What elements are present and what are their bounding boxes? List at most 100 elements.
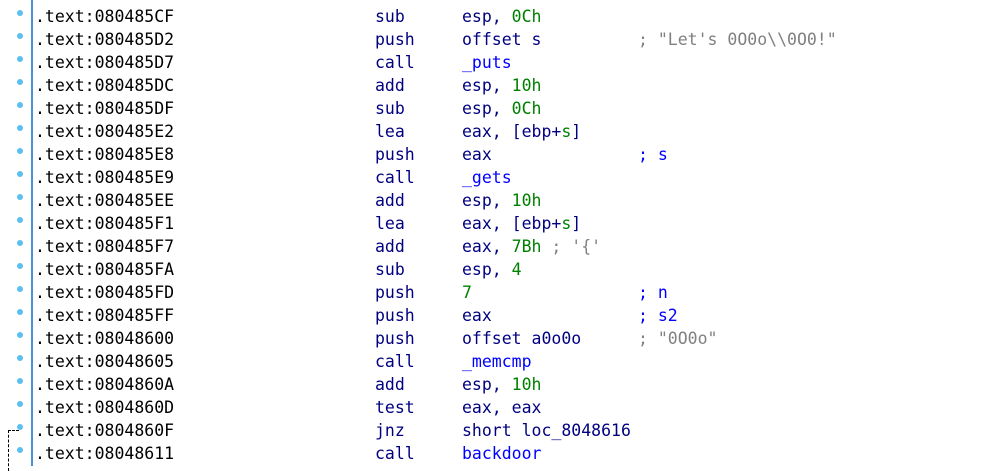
operand[interactable]: eax, [ebp+s] — [462, 120, 581, 143]
breakpoint-dot-icon[interactable] — [17, 148, 23, 154]
mnemonic: jnz — [375, 421, 405, 440]
operand-part: eax — [462, 145, 492, 164]
mnemonic: sub — [375, 260, 405, 279]
address[interactable]: .text:080485FD — [35, 283, 175, 302]
operand[interactable]: esp, 10h — [462, 189, 541, 212]
breakpoint-dot-icon[interactable] — [17, 194, 23, 200]
address[interactable]: .text:08048600 — [35, 329, 175, 348]
operand[interactable]: esp, 0Ch — [462, 97, 541, 120]
disasm-row[interactable]: .text:080485EE add esp, 10h — [0, 189, 1005, 212]
operand[interactable]: eax, eax — [462, 396, 541, 419]
operand-part: esp, — [462, 191, 512, 210]
operand[interactable]: eax — [462, 143, 492, 166]
disasm-row[interactable]: .text:080485FA sub esp, 4 — [0, 258, 1005, 281]
operand-part: 10h — [511, 76, 542, 95]
operand[interactable]: short loc_8048616 — [462, 419, 631, 442]
breakpoint-dot-icon[interactable] — [17, 309, 23, 315]
address[interactable]: .text:080485E2 — [35, 122, 175, 141]
operand[interactable]: offset a0o0o — [462, 327, 581, 350]
breakpoint-dot-icon[interactable] — [17, 240, 23, 246]
operand-part: esp, — [462, 7, 512, 26]
breakpoint-dot-icon[interactable] — [17, 79, 23, 85]
disasm-row[interactable]: .text:080485FF push eax ; s2 — [0, 304, 1005, 327]
address[interactable]: .text:080485F7 — [35, 237, 175, 256]
disasm-row[interactable]: .text:0804860F jnz short loc_8048616 — [0, 419, 1005, 442]
breakpoint-dot-icon[interactable] — [17, 10, 23, 16]
address[interactable]: .text:08048611 — [35, 444, 175, 463]
operand[interactable]: eax, 7Bh ; '{' — [462, 235, 601, 258]
disasm-row[interactable]: .text:08048605 call _memcmp — [0, 350, 1005, 373]
breakpoint-dot-icon[interactable] — [17, 56, 23, 62]
breakpoint-dot-icon[interactable] — [17, 286, 23, 292]
operand[interactable]: _puts — [462, 51, 512, 74]
operand[interactable]: esp, 4 — [462, 258, 522, 281]
address[interactable]: .text:080485F1 — [35, 214, 175, 233]
operand-part: eax, — [462, 237, 512, 256]
address[interactable]: .text:080485CF — [35, 7, 175, 26]
operand[interactable]: backdoor — [462, 442, 541, 465]
address[interactable]: .text:080485DC — [35, 76, 175, 95]
comment-part: ; s2 — [638, 306, 678, 325]
address[interactable]: .text:080485EE — [35, 191, 175, 210]
breakpoint-dot-icon[interactable] — [17, 125, 23, 131]
address[interactable]: .text:0804860F — [35, 421, 175, 440]
address[interactable]: .text:08048605 — [35, 352, 175, 371]
operand[interactable]: _memcmp — [462, 350, 532, 373]
operand[interactable]: esp, 10h — [462, 373, 541, 396]
breakpoint-dot-icon[interactable] — [17, 33, 23, 39]
operand-part: 7 — [462, 283, 472, 302]
address[interactable]: .text:0804860D — [35, 398, 175, 417]
operand-part: _memcmp — [462, 352, 532, 371]
mnemonic: push — [375, 306, 415, 325]
address[interactable]: .text:080485DF — [35, 99, 175, 118]
breakpoint-dot-icon[interactable] — [17, 102, 23, 108]
address[interactable]: .text:080485FF — [35, 306, 175, 325]
mnemonic: call — [375, 352, 415, 371]
operand[interactable]: eax — [462, 304, 492, 327]
operand-part: eax, eax — [462, 398, 542, 417]
address[interactable]: .text:080485E8 — [35, 145, 175, 164]
operand-part: eax, [ebp+ — [462, 214, 562, 233]
breakpoint-dot-icon[interactable] — [17, 171, 23, 177]
breakpoint-dot-icon[interactable] — [17, 355, 23, 361]
operand[interactable]: eax, [ebp+s] — [462, 212, 581, 235]
comment: ; s — [638, 143, 668, 166]
breakpoint-dot-icon[interactable] — [17, 378, 23, 384]
operand[interactable]: _gets — [462, 166, 512, 189]
breakpoint-dot-icon[interactable] — [17, 447, 23, 453]
mnemonic: call — [375, 53, 415, 72]
operand-part: 7Bh — [511, 237, 542, 256]
operand[interactable]: esp, 10h — [462, 74, 541, 97]
breakpoint-dot-icon[interactable] — [17, 217, 23, 223]
address[interactable]: .text:080485E9 — [35, 168, 175, 187]
operand-part: esp, — [462, 76, 512, 95]
disasm-row[interactable]: .text:080485D7 call _puts — [0, 51, 1005, 74]
mnemonic: add — [375, 191, 405, 210]
address[interactable]: .text:080485FA — [35, 260, 175, 279]
operand[interactable]: esp, 0Ch — [462, 5, 541, 28]
address[interactable]: .text:080485D2 — [35, 30, 175, 49]
breakpoint-dot-icon[interactable] — [17, 263, 23, 269]
breakpoint-dot-icon[interactable] — [17, 424, 23, 430]
address[interactable]: .text:080485D7 — [35, 53, 175, 72]
breakpoint-dot-icon[interactable] — [17, 401, 23, 407]
operand[interactable]: 7 — [462, 281, 472, 304]
breakpoint-dot-icon[interactable] — [17, 332, 23, 338]
address[interactable]: .text:0804860A — [35, 375, 175, 394]
operand[interactable]: offset s — [462, 28, 541, 51]
comment: ; n — [638, 281, 668, 304]
